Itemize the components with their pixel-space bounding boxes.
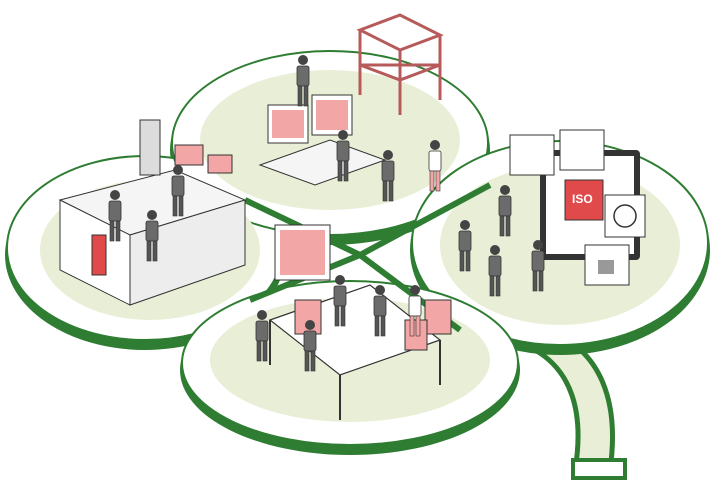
meeting-scene — [255, 224, 452, 420]
design-scene — [258, 13, 444, 202]
globe-icon — [613, 204, 637, 228]
certification-scene: ISO — [458, 129, 646, 297]
lock-icon — [598, 260, 614, 274]
stem-base — [571, 458, 627, 480]
steel-frame — [356, 13, 444, 115]
lab-scene — [58, 119, 247, 306]
iso-badge: ISO — [572, 192, 593, 206]
